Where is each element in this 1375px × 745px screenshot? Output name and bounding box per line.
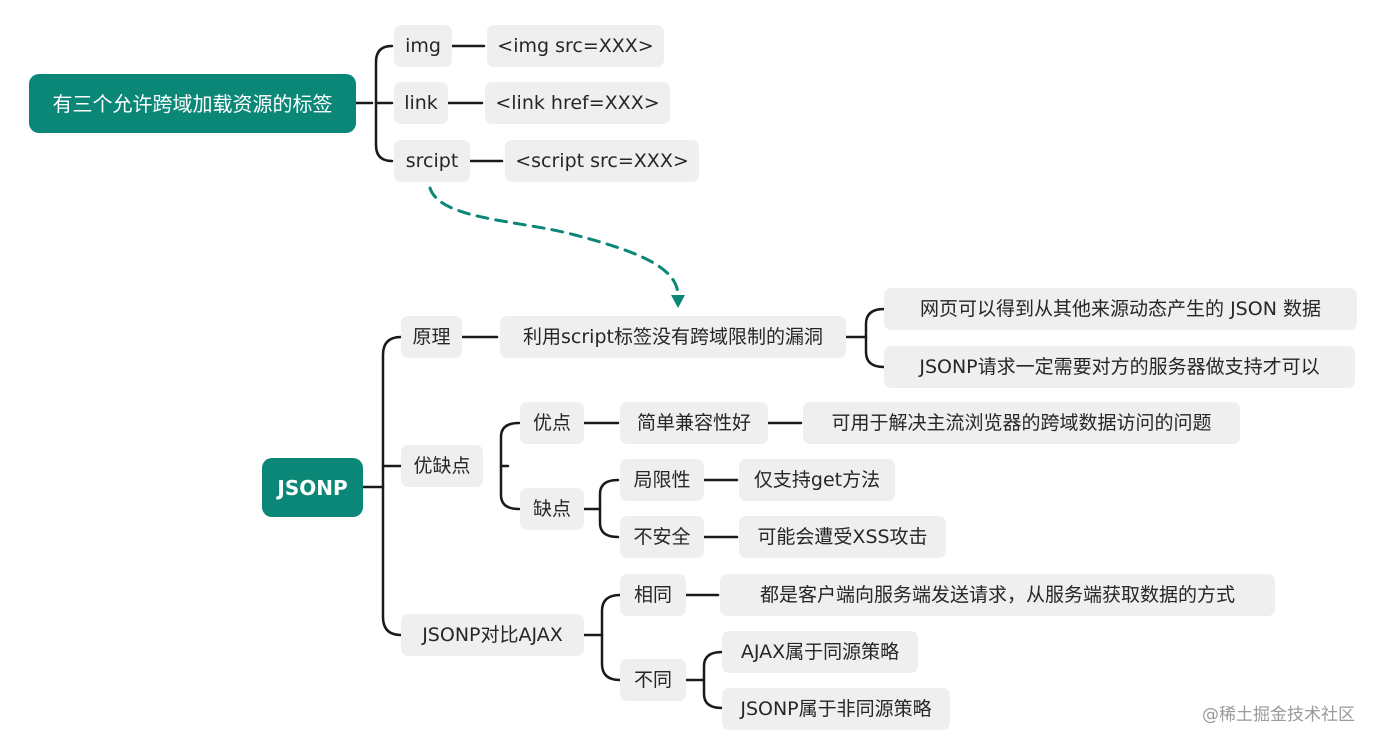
connector	[499, 421, 521, 511]
cons-detail-insecure: 可能会遭受XSS攻击	[739, 516, 946, 558]
principle-detail-2: JSONP请求一定需要对方的服务器做支持才可以	[884, 346, 1355, 388]
tag-node-link: link	[394, 82, 448, 124]
pros-detail: 可用于解决主流浏览器的跨域数据访问的问题	[803, 402, 1240, 444]
root-node-jsonp: JSONP	[262, 458, 363, 517]
cons-detail-limitation: 仅支持get方法	[739, 459, 895, 501]
connector	[702, 650, 724, 710]
dashed-arrow	[428, 186, 680, 298]
same-detail: 都是客户端向服务端发送请求，从服务端获取数据的方式	[720, 574, 1275, 616]
diff-item-jsonp: JSONP属于非同源策略	[722, 688, 950, 730]
branch-pros-cons: 优缺点	[401, 445, 483, 487]
root-node-cross-origin-tags: 有三个允许跨域加载资源的标签	[29, 74, 356, 133]
tag-example-script: <script src=XXX>	[505, 140, 699, 182]
tag-node-script: srcipt	[394, 140, 470, 182]
cons-item-insecure: 不安全	[620, 516, 704, 558]
watermark: @稀土掘金技术社区	[1202, 705, 1355, 725]
connector	[598, 478, 620, 539]
tag-node-img: img	[394, 25, 452, 67]
cons-label: 缺点	[520, 488, 584, 530]
principle-detail-1: 网页可以得到从其他来源动态产生的 JSON 数据	[884, 288, 1357, 330]
connector	[600, 593, 622, 682]
arrow-head-icon	[671, 295, 685, 308]
diff-item-ajax: AJAX属于同源策略	[722, 631, 918, 673]
pros-item: 简单兼容性好	[620, 402, 768, 444]
pros-label: 优点	[520, 402, 584, 444]
tag-example-img: <img src=XXX>	[487, 25, 664, 67]
branch-principle: 原理	[401, 316, 462, 358]
diff-label: 不同	[620, 659, 686, 701]
connector	[381, 335, 403, 637]
connector	[864, 307, 886, 369]
cons-item-limitation: 局限性	[620, 459, 704, 501]
principle-content: 利用script标签没有跨域限制的漏洞	[500, 316, 846, 358]
tag-example-link: <link href=XXX>	[485, 82, 670, 124]
same-label: 相同	[620, 574, 686, 616]
branch-comparison: JSONP对比AJAX	[401, 614, 584, 656]
